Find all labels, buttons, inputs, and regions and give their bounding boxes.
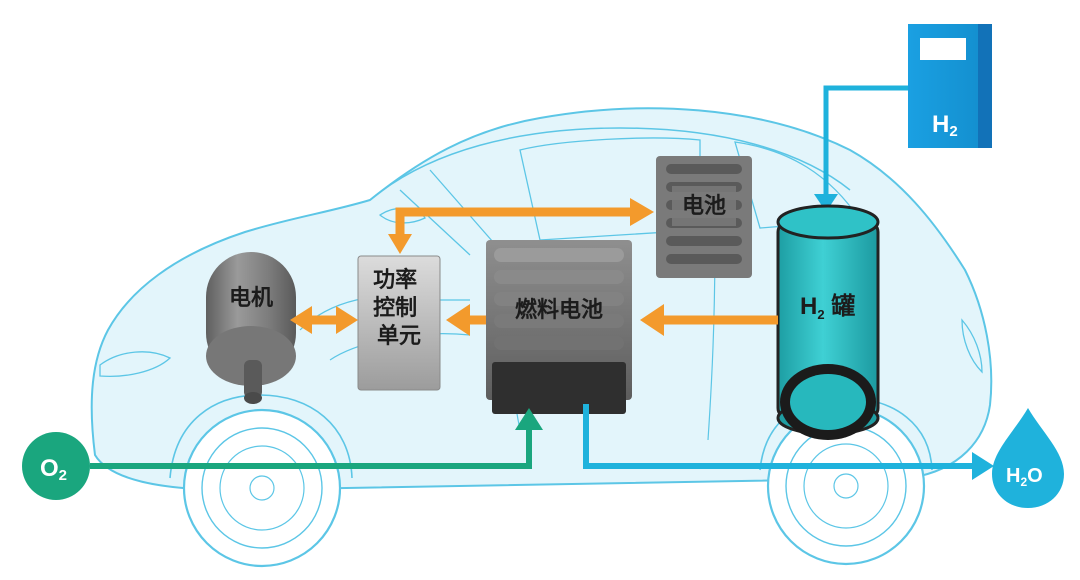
- battery: 电池: [656, 156, 752, 278]
- water-line: [583, 404, 980, 469]
- station-screen: [920, 38, 966, 60]
- front-wheel: [182, 408, 342, 568]
- water-arrowhead: [972, 452, 994, 480]
- oxygen-arrowhead: [515, 408, 543, 430]
- water-o-label: O: [1027, 465, 1043, 487]
- water-h-sub: 2: [1020, 475, 1027, 489]
- taillight: [961, 318, 983, 374]
- oxygen-label: O: [40, 455, 59, 482]
- oxygen-line: [90, 428, 532, 469]
- svg-text:H2: H2: [932, 111, 958, 140]
- pcu-line-2: 控制: [373, 295, 417, 321]
- water-h-label: H: [1006, 465, 1020, 487]
- power-flow-arrows: [290, 198, 778, 336]
- hydrogen-feed-line: [823, 85, 908, 196]
- arrow-pcu-battery: [395, 207, 630, 236]
- oxygen-sub: 2: [59, 467, 67, 484]
- battery-label: 电池: [682, 194, 726, 219]
- svg-text:H2O: H2O: [1006, 465, 1043, 489]
- fuel-cell: 燃料电池: [486, 240, 632, 414]
- car-roofline: [369, 127, 851, 201]
- oxygen-node: O2: [22, 432, 90, 500]
- svg-text:O2: O2: [40, 455, 67, 484]
- tank-h-label: H: [800, 293, 817, 320]
- svg-text:H2 罐: H2 罐: [800, 292, 855, 322]
- hydrogen-tank: H2 罐: [776, 204, 880, 440]
- power-control-unit: 功率 控制 单元: [357, 255, 441, 391]
- svg-text:功率 控制 单元: 功率 控制 单元: [373, 267, 425, 349]
- tank-h-sub: 2: [817, 307, 824, 322]
- fuel-cell-label: 燃料电池: [515, 297, 603, 323]
- station-h-sub: 2: [949, 123, 957, 140]
- tank-label-rest: 罐: [825, 292, 856, 320]
- water-drop-node: H2O: [992, 408, 1064, 508]
- motor-label: 电机: [229, 286, 273, 311]
- electric-motor: 电机: [206, 252, 296, 404]
- pcu-line-3: 单元: [377, 324, 421, 349]
- pcu-line-1: 功率: [373, 267, 417, 293]
- headlight: [99, 351, 172, 378]
- hydrogen-feed-arrowhead: [814, 194, 838, 212]
- side-window: [519, 137, 701, 241]
- station-h-label: H: [932, 111, 949, 138]
- hydrogen-station: H2: [908, 24, 992, 148]
